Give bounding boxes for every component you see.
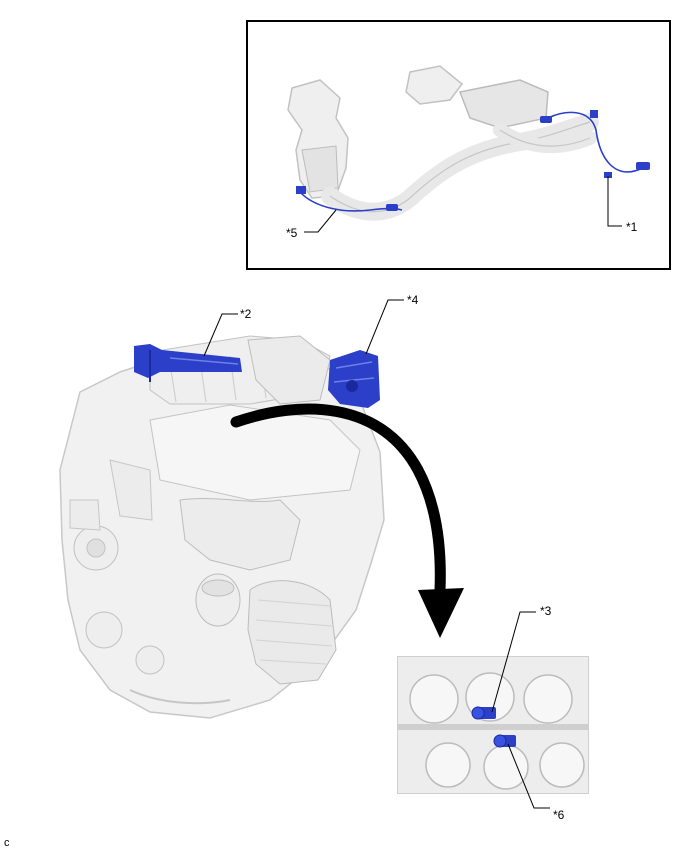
leader-line-5 <box>304 209 337 233</box>
cylinder-block-detail <box>398 657 588 793</box>
engine-assembly <box>59 335 385 719</box>
callout-4: *4 <box>407 293 419 307</box>
detail-view-frame <box>397 656 589 794</box>
exhaust-inset-frame <box>246 20 671 270</box>
component-4 <box>328 350 380 408</box>
callout-2: *2 <box>240 307 252 321</box>
leader-line-1 <box>607 176 622 227</box>
leader-line-4 <box>365 299 404 355</box>
callout-3: *3 <box>540 604 552 618</box>
exhaust-assembly <box>287 65 599 221</box>
knock-sensor-6 <box>493 734 516 748</box>
leader-line-2 <box>203 313 238 357</box>
component-2 <box>134 344 242 382</box>
detail-arrow <box>230 403 464 638</box>
callout-6: *6 <box>553 808 565 822</box>
figure-code: c <box>4 837 10 849</box>
callout-5: *5 <box>286 226 298 240</box>
callout-1: *1 <box>626 220 638 234</box>
knock-sensor-3 <box>471 706 496 720</box>
oxygen-sensor-1 <box>540 110 651 178</box>
oxygen-sensor-5 <box>296 186 403 212</box>
